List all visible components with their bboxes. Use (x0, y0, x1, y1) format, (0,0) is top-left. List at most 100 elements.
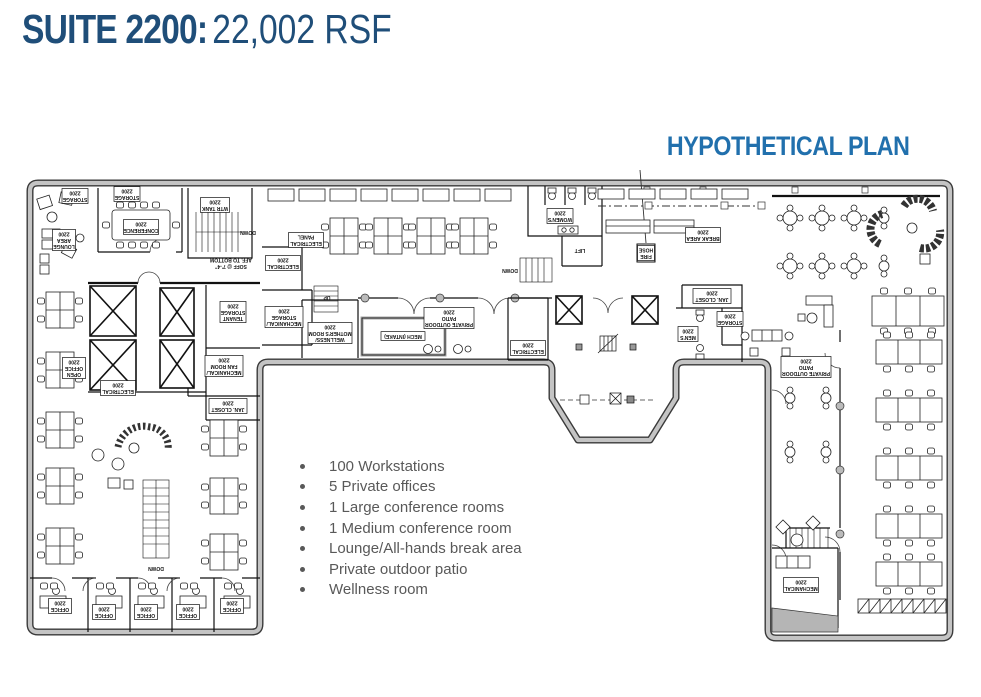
svg-text:2200: 2200 (69, 190, 80, 196)
svg-text:PATIO: PATIO (799, 364, 814, 370)
svg-text:FAN ROOM: FAN ROOM (211, 363, 238, 369)
bullet-icon (300, 587, 305, 593)
feature-item: Lounge/All-hands break area (300, 538, 522, 559)
bullet-icon (300, 566, 305, 572)
feature-text: 1 Medium conference room (329, 519, 512, 537)
svg-text:ELECTRICAL: ELECTRICAL (102, 388, 134, 394)
room-label: DOWN (240, 229, 256, 235)
elevator-core (89, 285, 659, 391)
svg-text:MECHANICAL/: MECHANICAL/ (266, 320, 302, 326)
svg-text:ELECTRICAL: ELECTRICAL (290, 240, 322, 246)
page-title: SUITE 2200:22,002 RSF (22, 6, 392, 53)
room-label: SOFF @ 7'-4"AFF. TO BOTTOM (210, 257, 252, 269)
svg-text:2200: 2200 (218, 357, 229, 363)
curved-stair (114, 422, 172, 451)
svg-text:OFFICE: OFFICE (94, 612, 113, 618)
svg-text:2200: 2200 (277, 257, 288, 263)
feature-item: Wellness room (300, 580, 522, 601)
svg-text:2200: 2200 (800, 358, 811, 364)
svg-text:STORAGE: STORAGE (717, 319, 742, 325)
svg-text:CONFERENCE: CONFERENCE (123, 227, 159, 233)
svg-text:2200: 2200 (278, 308, 289, 314)
svg-text:AFF. TO BOTTOM: AFF. TO BOTTOM (210, 257, 252, 263)
svg-text:ELECTRICAL: ELECTRICAL (512, 348, 544, 354)
bullet-icon (300, 546, 305, 552)
svg-text:2200: 2200 (182, 606, 193, 612)
feature-text: 5 Private offices (329, 478, 436, 496)
svg-text:FIRE: FIRE (640, 253, 652, 259)
room-label: UP (323, 294, 331, 300)
feature-item: 100 Workstations (300, 456, 522, 477)
svg-text:AREA: AREA (57, 237, 72, 243)
svg-text:2200: 2200 (121, 188, 132, 194)
svg-text:PANEL: PANEL (298, 234, 315, 240)
svg-text:2200: 2200 (682, 328, 693, 334)
svg-text:2200: 2200 (795, 579, 806, 585)
svg-text:JAN. CLOSET: JAN. CLOSET (211, 406, 244, 412)
svg-text:MECHANICAL: MECHANICAL (784, 585, 818, 591)
interior-walls (30, 186, 940, 633)
suite-number: SUITE 2200: (22, 6, 208, 52)
svg-text:2200: 2200 (58, 231, 69, 237)
bullet-icon (300, 525, 305, 531)
svg-text:STORAGE: STORAGE (62, 196, 87, 202)
feature-item: 5 Private offices (300, 477, 522, 498)
svg-text:OFFICE: OFFICE (50, 606, 69, 612)
svg-text:MOTHER'S ROOM: MOTHER'S ROOM (308, 330, 351, 336)
svg-text:OFFICE: OFFICE (64, 365, 83, 371)
svg-text:WELLNESS/: WELLNESS/ (315, 336, 345, 342)
stair-down-left-wing (142, 479, 170, 559)
svg-text:2200: 2200 (135, 221, 146, 227)
svg-text:LIFT: LIFT (575, 247, 586, 253)
svg-text:DOWN: DOWN (148, 565, 164, 571)
svg-text:MEN'S: MEN'S (680, 334, 696, 340)
svg-text:2200: 2200 (226, 600, 237, 606)
feature-item: 1 Large conference rooms (300, 497, 522, 518)
svg-text:DOWN: DOWN (240, 229, 256, 235)
svg-text:2200: 2200 (554, 210, 565, 216)
svg-text:2200: 2200 (68, 359, 79, 365)
hypothetical-plan-callout: HYPOTHETICAL PLAN (666, 131, 910, 161)
svg-text:STORAGE: STORAGE (220, 309, 245, 315)
feature-item: Private outdoor patio (300, 559, 522, 580)
feature-item: 1 Medium conference room (300, 518, 522, 539)
room-label: DOWN (502, 267, 518, 273)
room-label: MECH (INTAKE) (380, 331, 426, 341)
svg-text:LOUNGE: LOUNGE (53, 243, 75, 249)
room-label: DOWN (148, 565, 164, 571)
svg-text:2200: 2200 (227, 303, 238, 309)
svg-text:2200: 2200 (209, 199, 220, 205)
svg-text:OFFICE: OFFICE (136, 612, 155, 618)
svg-text:2200: 2200 (54, 600, 65, 606)
svg-text:TENANT: TENANT (223, 315, 243, 321)
feature-text: 100 Workstations (329, 457, 445, 475)
svg-text:PRIVATE OUTDOOR: PRIVATE OUTDOOR (425, 321, 473, 327)
bullet-icon (300, 484, 305, 490)
